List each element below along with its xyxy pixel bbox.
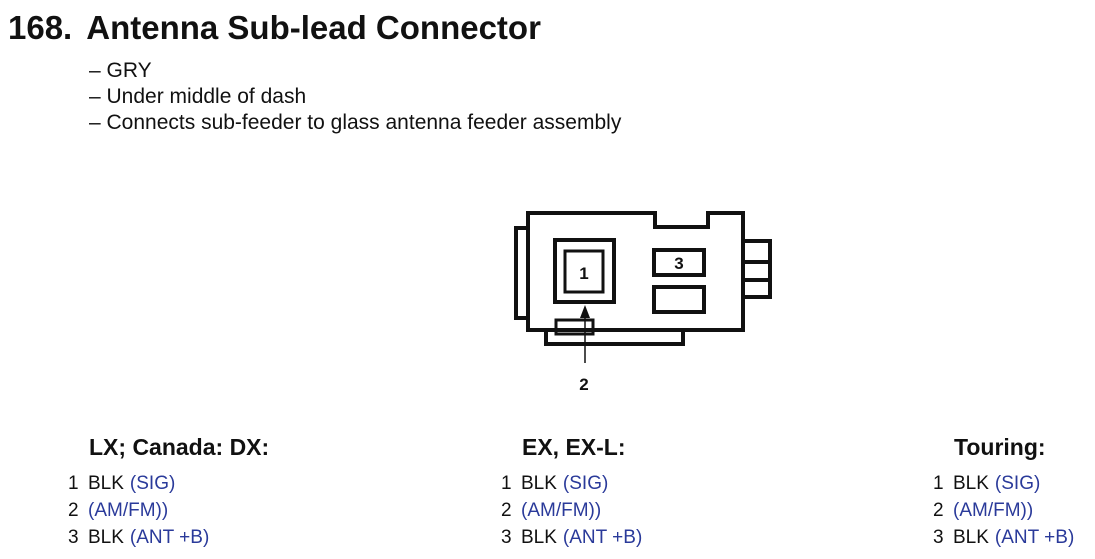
cavity-1-outer [553,238,616,304]
variant-title-touring: Touring: [954,434,1046,460]
cavity-1-label: 1 [579,264,588,283]
wire-color: BLK [953,527,989,548]
cavity-1-inner [563,249,605,294]
pin-row: 3 BLK(ANT +B) [68,524,209,551]
connector-left-tab [514,226,528,320]
cavity-2 [554,318,595,336]
page-title: 168. Antenna Sub-lead Connector [8,8,541,48]
pin-row: 1 BLK(SIG) [933,470,1074,497]
terminal-2-label: 2 [579,375,588,394]
note-function: – Connects sub-feeder to glass antenna f… [89,111,622,134]
cavity-3-label: 3 [674,254,683,273]
note-location: – Under middle of dash [89,85,307,108]
pin-number: 3 [933,527,944,548]
terminal-2-pointer-arrowhead [580,305,590,318]
pin-row: 1 BLK(SIG) [68,470,209,497]
circuit-name: (AM/FM)) [521,500,602,521]
connector-diagram: 1 3 2 [514,211,772,394]
pin-row: 2 (AM/FM)) [501,497,642,524]
circuit-name: (SIG) [129,473,176,494]
circuit-name: (ANT +B) [994,527,1075,548]
wire-color: BLK [521,473,557,494]
note-color: – GRY [89,59,152,82]
connector-housing [526,211,745,332]
pin-row: 3 BLK(ANT +B) [933,524,1074,551]
cavity-3 [652,248,706,277]
pin-row: 2 (AM/FM)) [933,497,1074,524]
circuit-name: (AM/FM)) [88,500,169,521]
pin-number: 3 [68,527,79,548]
pin-row: 3 BLK(ANT +B) [501,524,642,551]
pin-number: 1 [933,473,944,494]
circuit-name: (SIG) [562,473,609,494]
pin-number: 3 [501,527,512,548]
pin-number: 2 [933,500,944,521]
connector-number: 168. [8,9,73,46]
pin-number: 2 [68,500,79,521]
wire-color: BLK [521,527,557,548]
variant-title-ex: EX, EX-L: [522,434,626,460]
wire-color: BLK [953,473,989,494]
circuit-name: (SIG) [994,473,1041,494]
variant-title-lx: LX; Canada: DX: [89,434,270,460]
connector-right-latch [741,239,772,299]
pin-row: 2 (AM/FM)) [68,497,209,524]
connector-notes: – GRY – Under middle of dash – Connects … [89,58,621,136]
cavity-empty [652,285,706,314]
pin-row: 1 BLK(SIG) [501,470,642,497]
circuit-name: (ANT +B) [562,527,643,548]
circuit-name: (ANT +B) [129,527,210,548]
wire-color: BLK [88,527,124,548]
connector-bottom-flange [544,330,685,346]
wire-color: BLK [88,473,124,494]
circuit-name: (AM/FM)) [953,500,1034,521]
pin-number: 1 [501,473,512,494]
pin-number: 1 [68,473,79,494]
connector-name: Antenna Sub-lead Connector [86,9,541,46]
pin-number: 2 [501,500,512,521]
